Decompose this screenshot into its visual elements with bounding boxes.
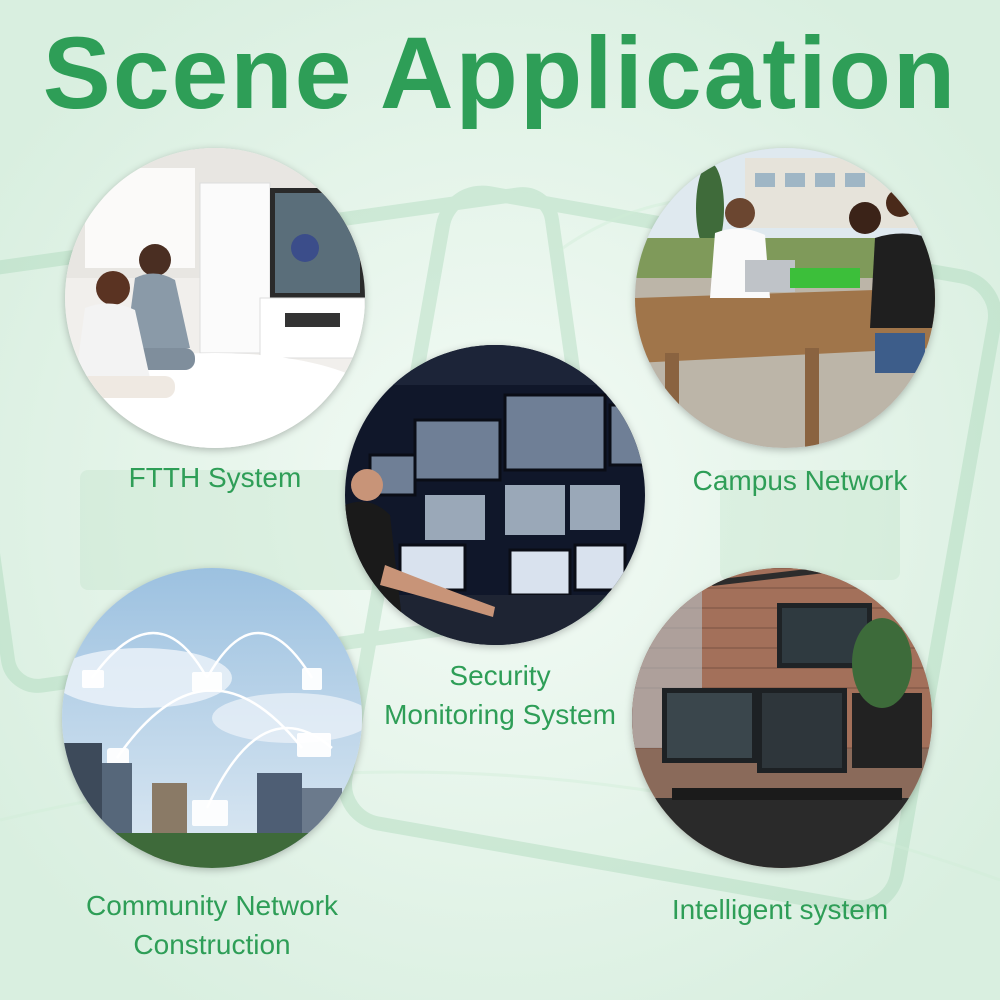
ftth-scene-image [65, 148, 365, 448]
community-scene-image [62, 568, 362, 868]
campus-network-label: Campus Network [692, 465, 908, 496]
intelligent-system-label: Intelligent system [671, 894, 889, 925]
community-network-label: Community Network Construction [62, 886, 362, 964]
intelligent-scene-image [632, 568, 932, 868]
security-scene-image [345, 345, 645, 645]
control-room-photo [345, 345, 645, 645]
community-label-line1: Community Network [85, 890, 339, 921]
students-laptop-photo [635, 148, 935, 448]
security-label-line2: Monitoring System [384, 699, 616, 730]
community-label-line2: Construction [133, 929, 291, 960]
office-workstation-photo [632, 568, 932, 868]
security-monitoring-label: Security Monitoring System [360, 656, 640, 734]
security-label-line1: Security [449, 660, 551, 691]
page-title: Scene Application [42, 16, 958, 130]
ftth-system-label: FTTH System [128, 462, 302, 493]
living-room-tv-photo [65, 148, 365, 448]
city-network-photo [62, 568, 362, 868]
campus-scene-image [635, 148, 935, 448]
